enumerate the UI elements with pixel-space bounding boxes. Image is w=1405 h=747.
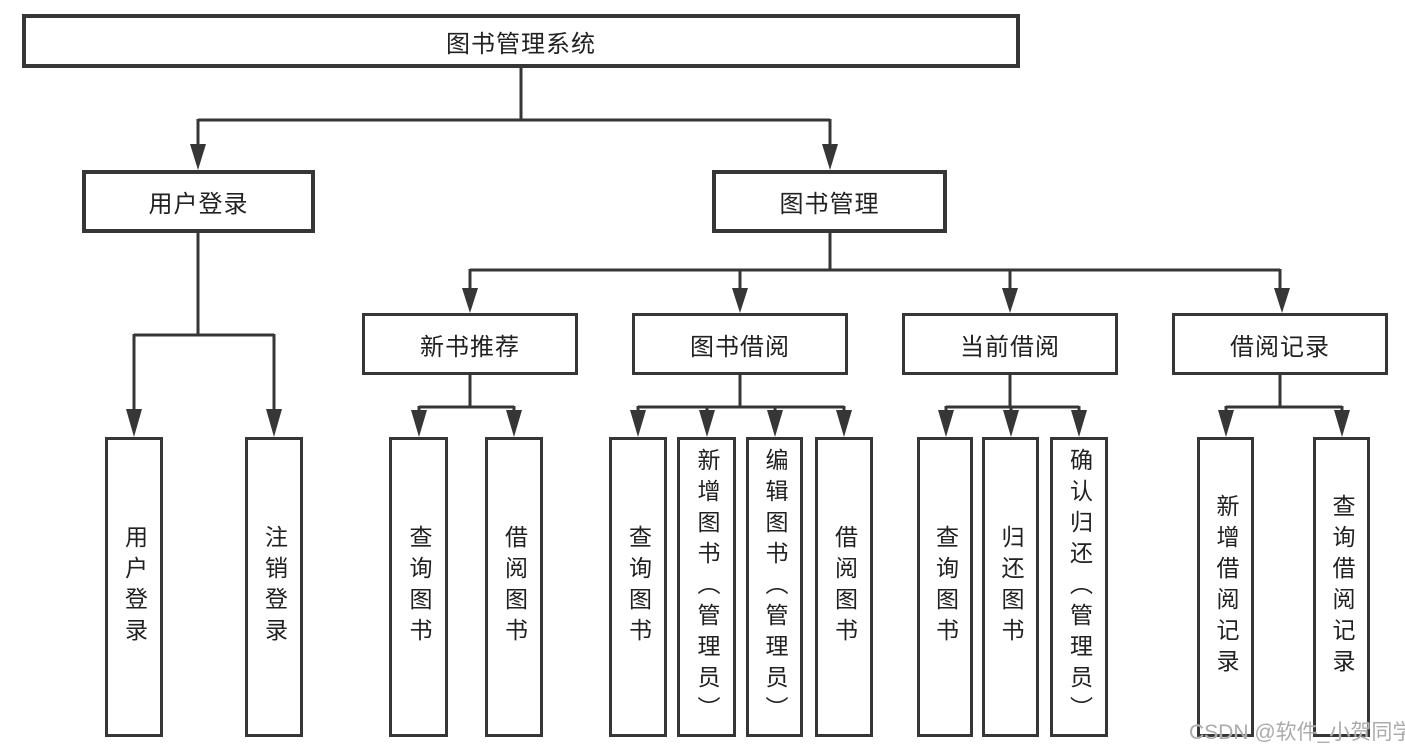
- leaf-current-return-label: 归还图书: [998, 525, 1024, 649]
- leaf-current-confirm-admin-label: 确认归还（管理员）: [1066, 447, 1093, 727]
- leaf-borrow-query: 查询图书: [609, 437, 667, 737]
- leaf-newbook-borrow-label: 借阅图书: [501, 525, 528, 649]
- leaf-borrow-add-admin: 新增图书（管理员）: [677, 437, 736, 737]
- node-library-system: 图书管理系统: [22, 14, 1020, 68]
- node-new-book-recommend: 新书推荐: [362, 313, 578, 375]
- node-borrow-records: 借阅记录: [1172, 313, 1388, 375]
- node-current-borrow-label: 当前借阅: [960, 333, 1060, 361]
- leaf-borrow-query-label: 查询图书: [625, 525, 652, 649]
- leaf-borrow-add-admin-label: 新增图书（管理员）: [694, 447, 720, 727]
- node-library-system-label: 图书管理系统: [446, 30, 596, 58]
- node-user-login-label: 用户登录: [148, 191, 249, 218]
- leaf-record-add-label: 新增借阅记录: [1213, 494, 1239, 680]
- leaf-newbook-query-label: 查询图书: [406, 525, 432, 649]
- leaf-logout-label: 注销登录: [261, 525, 288, 649]
- node-current-borrow: 当前借阅: [902, 313, 1118, 375]
- node-book-management-label: 图书管理: [779, 191, 880, 218]
- leaf-record-query: 查询借阅记录: [1313, 437, 1370, 737]
- leaf-record-add: 新增借阅记录: [1197, 437, 1254, 737]
- node-book-borrow-label: 图书借阅: [690, 333, 790, 361]
- leaf-borrow-borrow: 借阅图书: [815, 437, 873, 737]
- leaf-newbook-borrow: 借阅图书: [485, 437, 543, 737]
- leaf-user-login-label: 用户登录: [121, 525, 148, 649]
- leaf-current-return: 归还图书: [982, 437, 1039, 737]
- leaf-newbook-query: 查询图书: [389, 437, 448, 737]
- csdn-watermark: CSDN @软件_小贺同学: [1189, 721, 1405, 744]
- node-book-borrow: 图书借阅: [632, 313, 848, 375]
- leaf-borrow-edit-admin-label: 编辑图书（管理员）: [762, 447, 788, 727]
- leaf-user-login: 用户登录: [105, 437, 163, 737]
- node-book-management: 图书管理: [712, 170, 947, 233]
- leaf-current-query: 查询图书: [917, 437, 973, 737]
- leaf-logout: 注销登录: [245, 437, 303, 737]
- node-user-login: 用户登录: [82, 170, 315, 233]
- node-borrow-records-label: 借阅记录: [1230, 333, 1330, 361]
- leaf-current-query-label: 查询图书: [932, 525, 959, 649]
- leaf-borrow-edit-admin: 编辑图书（管理员）: [746, 437, 803, 737]
- node-new-book-recommend-label: 新书推荐: [420, 333, 520, 361]
- leaf-record-query-label: 查询借阅记录: [1329, 494, 1355, 680]
- leaf-current-confirm-admin: 确认归还（管理员）: [1050, 437, 1108, 737]
- leaf-borrow-borrow-label: 借阅图书: [831, 525, 858, 649]
